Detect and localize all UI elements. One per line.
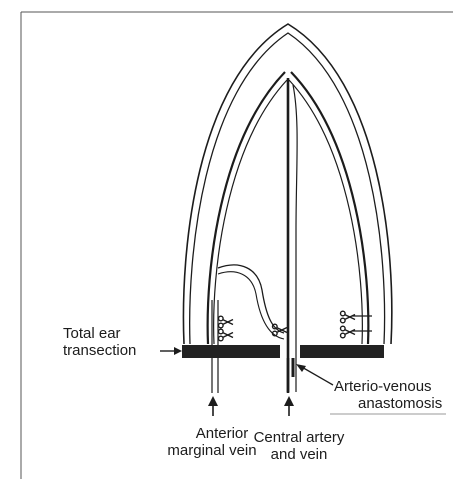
- scissors-icon: [341, 326, 356, 338]
- label-line: and vein: [240, 446, 358, 463]
- transection-bar-left: [182, 345, 280, 358]
- label-line: Arterio-venous: [334, 378, 442, 395]
- central-artery-and-vein-label: Central artery and vein: [240, 429, 358, 463]
- total-ear-transection-label: Total ear transection: [63, 325, 136, 359]
- transection-bar-right: [300, 345, 384, 358]
- anterior-marginal-vessel: [208, 72, 285, 344]
- label-line: transection: [63, 342, 136, 359]
- central-vein: [293, 85, 297, 392]
- arterio-venous-anastomosis-label: Arterio-venous anastomosis: [334, 378, 442, 412]
- scissors-icon: [341, 311, 356, 323]
- scissors-icon: [219, 316, 234, 328]
- arrow-right-icon: [160, 347, 182, 355]
- scissors-icon: [273, 324, 288, 336]
- anastomosis-pointer: [296, 364, 333, 385]
- arrow-up-icon: [208, 396, 218, 416]
- label-line: Total ear: [63, 325, 136, 342]
- label-line: anastomosis: [334, 395, 442, 412]
- scissors-icon: [219, 329, 234, 341]
- arrow-up-icon: [284, 396, 294, 416]
- label-line: Central artery: [240, 429, 358, 446]
